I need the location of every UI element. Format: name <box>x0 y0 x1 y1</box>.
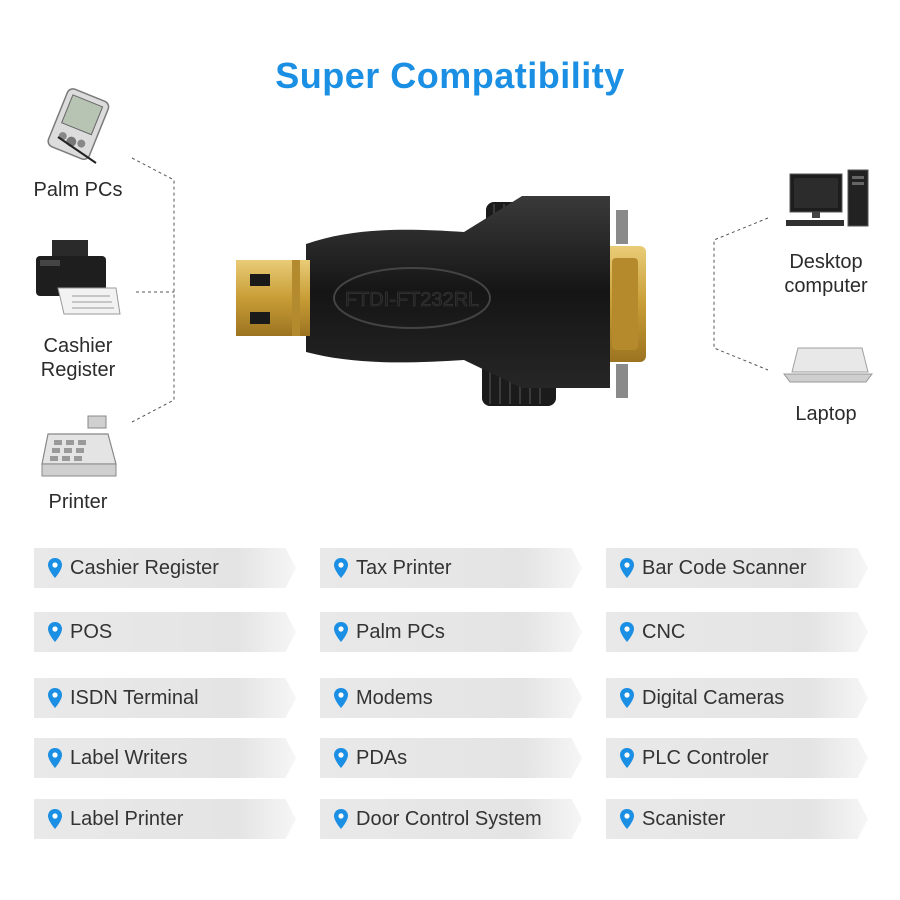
device-label-desktop-computer: Desktop computer <box>784 251 868 297</box>
location-pin-icon <box>334 558 348 578</box>
location-pin-icon <box>620 748 634 768</box>
left-connector-lines <box>131 157 175 423</box>
laptop-icon <box>783 347 873 383</box>
tag-door-control-system: Door Control System <box>320 799 582 839</box>
device-label-laptop: Laptop <box>795 403 857 425</box>
location-pin-icon <box>334 748 348 768</box>
tag-modems: Modems <box>320 678 582 718</box>
pda-icon <box>47 88 110 164</box>
tag-label: Tax Printer <box>356 556 452 579</box>
right-connector-lines <box>713 217 769 371</box>
usb-to-serial-adapter-image: FTDI-FT232RL <box>236 196 646 406</box>
location-pin-icon <box>48 809 62 829</box>
tag-label-writers: Label Writers <box>34 738 296 778</box>
desktop-computer-icon <box>786 169 869 227</box>
tag-label: POS <box>70 620 113 643</box>
tag-label: CNC <box>642 620 686 643</box>
tag-digital-cameras: Digital Cameras <box>606 678 868 718</box>
tag-label: Door Control System <box>356 807 542 830</box>
tag-pdas: PDAs <box>320 738 582 778</box>
tag-label: Label Writers <box>70 746 188 769</box>
tag-pos: POS <box>34 612 296 652</box>
location-pin-icon <box>48 622 62 642</box>
tag-isdn-terminal: ISDN Terminal <box>34 678 296 718</box>
tag-label: ISDN Terminal <box>70 686 199 709</box>
tag-label: Palm PCs <box>356 620 445 643</box>
tag-label: Bar Code Scanner <box>642 556 807 579</box>
tag-label: Label Printer <box>70 807 184 830</box>
device-label-cashier-register: Cashier Register <box>40 335 116 381</box>
location-pin-icon <box>620 688 634 708</box>
location-pin-icon <box>48 558 62 578</box>
location-pin-icon <box>334 688 348 708</box>
tag-palm-pcs: Palm PCs <box>320 612 582 652</box>
tag-label: Modems <box>356 686 433 709</box>
tag-label: PDAs <box>356 746 408 769</box>
tag-bar-code-scanner: Bar Code Scanner <box>606 548 868 588</box>
tag-scanister: Scanister <box>606 799 868 839</box>
location-pin-icon <box>620 622 634 642</box>
device-label-printer: Printer <box>48 491 108 513</box>
tag-label: Digital Cameras <box>642 686 785 709</box>
location-pin-icon <box>48 688 62 708</box>
tag-label: Cashier Register <box>70 556 219 579</box>
location-pin-icon <box>334 622 348 642</box>
tag-label-printer: Label Printer <box>34 799 296 839</box>
device-label-palm-pcs: Palm PCs <box>33 179 123 201</box>
tag-cashier-register: Cashier Register <box>34 548 296 588</box>
adapter-label: FTDI-FT232RL <box>345 289 479 311</box>
tag-plc-controler: PLC Controler <box>606 738 868 778</box>
tag-label: Scanister <box>642 807 726 830</box>
location-pin-icon <box>620 809 634 829</box>
tag-cnc: CNC <box>606 612 868 652</box>
printer-icon <box>36 240 121 315</box>
location-pin-icon <box>48 748 62 768</box>
location-pin-icon <box>620 558 634 578</box>
location-pin-icon <box>334 809 348 829</box>
tag-tax-printer: Tax Printer <box>320 548 582 588</box>
page-title: Super Compatibility <box>275 55 625 96</box>
tag-label: PLC Controler <box>642 746 769 769</box>
cash-register-icon <box>41 415 117 477</box>
